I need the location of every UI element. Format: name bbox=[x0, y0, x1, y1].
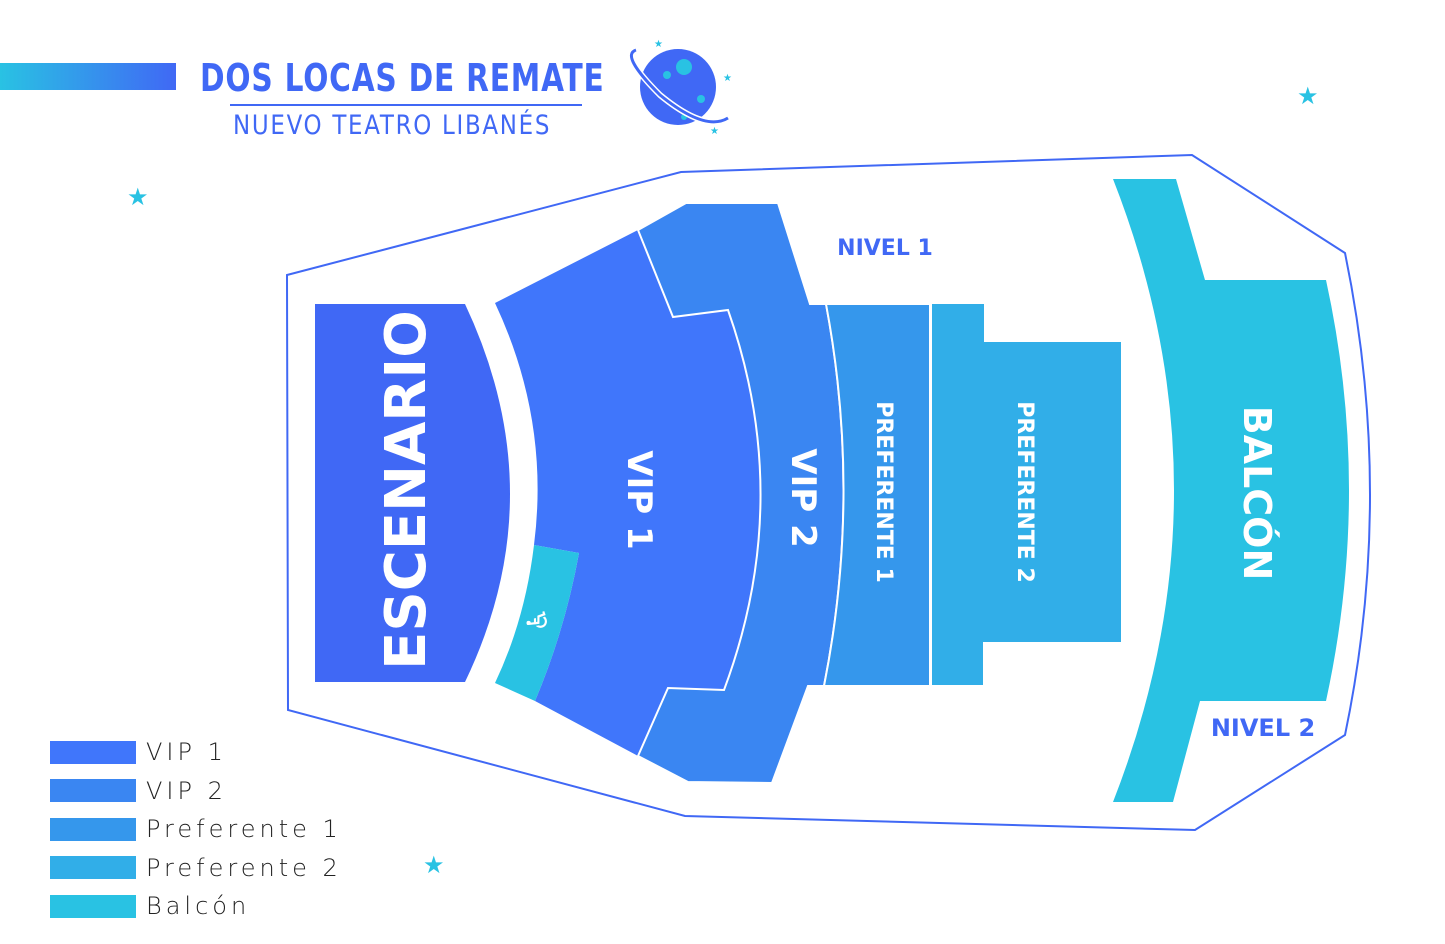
title-divider bbox=[230, 104, 582, 106]
legend-swatch bbox=[50, 894, 136, 918]
star-icon: ★ bbox=[127, 183, 149, 211]
legend-item-vip-2: VIP 2 bbox=[50, 772, 342, 811]
section-preferente-2[interactable] bbox=[932, 304, 1121, 685]
svg-text:★: ★ bbox=[710, 126, 719, 137]
level-2-label: NIVEL 2 bbox=[1211, 714, 1315, 742]
stage bbox=[315, 304, 510, 682]
section-label-vip-1: VIP 1 bbox=[619, 450, 659, 549]
section-preferente-1[interactable] bbox=[822, 303, 931, 687]
legend-swatch bbox=[50, 779, 136, 803]
legend-label: Preferente 1 bbox=[146, 815, 342, 844]
page-title: DOS LOCAS DE REMATE bbox=[200, 56, 605, 100]
legend-item-preferente-1: Preferente 1 bbox=[50, 810, 342, 849]
legend-label: Preferente 2 bbox=[146, 853, 342, 882]
section-vip-1[interactable] bbox=[495, 230, 761, 756]
svg-text:♿: ♿ bbox=[521, 607, 554, 632]
page-subtitle: NUEVO TEATRO LIBANÉS bbox=[233, 110, 552, 141]
legend-item-balcon: Balcón bbox=[50, 887, 342, 926]
legend-item-vip-1: VIP 1 bbox=[50, 733, 342, 772]
svg-text:★: ★ bbox=[654, 39, 663, 50]
header-accent-bar bbox=[0, 63, 176, 90]
legend-swatch bbox=[50, 856, 136, 880]
section-label-preferente-2: PREFERENTE 2 bbox=[1012, 401, 1037, 583]
star-icon: ★ bbox=[1297, 82, 1319, 110]
legend-swatch bbox=[50, 740, 136, 764]
legend-item-preferente-2: Preferente 2 bbox=[50, 849, 342, 888]
svg-text:★: ★ bbox=[723, 73, 732, 84]
section-balcon[interactable] bbox=[1113, 179, 1349, 802]
section-accessible[interactable] bbox=[495, 545, 579, 701]
planet-icon: ★ ★ ★ bbox=[628, 39, 732, 137]
legend: VIP 1 VIP 2 Preferente 1 Preferente 2 Ba… bbox=[50, 733, 342, 926]
legend-label: Balcón bbox=[146, 892, 251, 921]
wheelchair-icon: ♿ bbox=[521, 607, 554, 632]
level-1-label: NIVEL 1 bbox=[837, 236, 933, 261]
star-icon: ★ bbox=[423, 851, 445, 879]
section-label-balcon: BALCÓN bbox=[1235, 406, 1279, 581]
section-label-preferente-1: PREFERENTE 1 bbox=[871, 401, 896, 583]
section-label-vip-2: VIP 2 bbox=[783, 448, 823, 547]
legend-swatch bbox=[50, 817, 136, 841]
stage-label: ESCENARIO bbox=[374, 310, 439, 670]
venue-outline bbox=[285, 153, 1371, 832]
legend-label: VIP 2 bbox=[146, 776, 227, 805]
legend-label: VIP 1 bbox=[146, 738, 227, 767]
